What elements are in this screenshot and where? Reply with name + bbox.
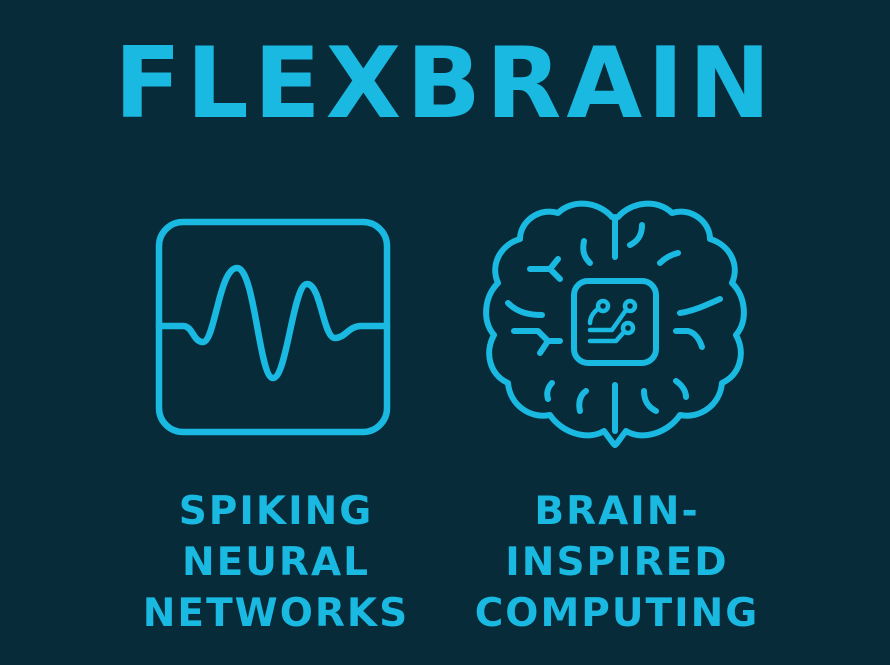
caption-line: BRAIN-	[534, 489, 700, 534]
feature-caption-spiking-neural-networks: SPIKING NEURAL NETWORKS	[126, 486, 426, 639]
caption-line: INSPIRED	[505, 540, 729, 585]
caption-line: COMPUTING	[474, 591, 760, 636]
brain-chip-icon	[480, 195, 750, 450]
caption-line: NETWORKS	[142, 591, 410, 636]
waveform-icon	[155, 218, 391, 436]
page-title: FLEXBRAIN	[114, 27, 776, 141]
feature-caption-brain-inspired-computing: BRAIN- INSPIRED COMPUTING	[467, 486, 767, 639]
caption-line: SPIKING	[178, 489, 374, 534]
caption-line: NEURAL	[181, 540, 370, 585]
